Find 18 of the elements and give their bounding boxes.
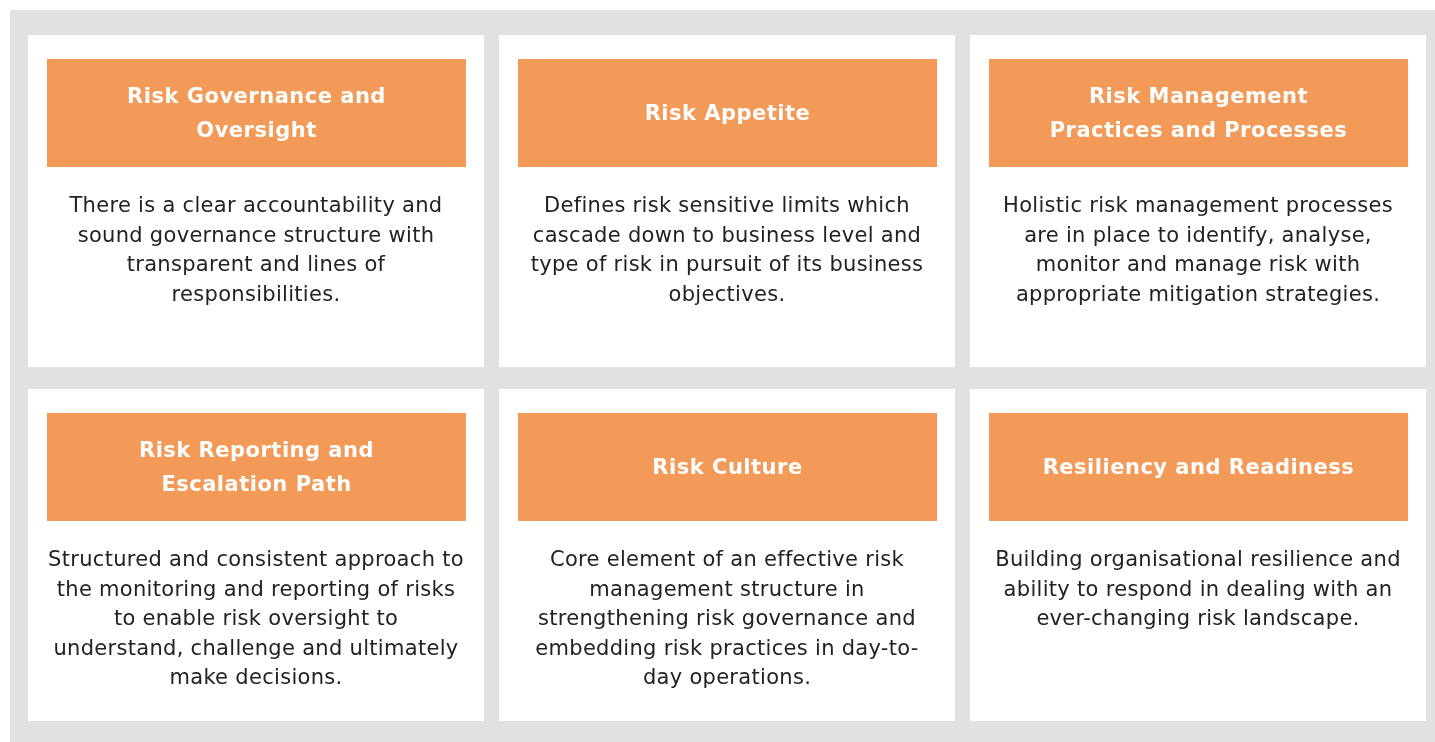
card [970, 389, 1426, 721]
card-heading: Risk Management Practices and Processes [989, 59, 1408, 167]
card [28, 35, 484, 367]
card-heading: Resiliency and Readiness [989, 413, 1408, 521]
card-heading: Risk Appetite [518, 59, 937, 167]
card-heading: Risk Governance and Oversight [47, 59, 466, 167]
card [28, 389, 484, 721]
card [499, 389, 955, 721]
card-description: There is a clear accountability and sound governance structure with transparent and lines of responsibilities. [68, 192, 444, 308]
card-heading: Risk Reporting and Escalation Path [47, 413, 466, 521]
card-description: Defines risk sensitive limits which cascade down to business level and type of risk in pursuit of its business objectives. [529, 192, 925, 308]
card-description: Structured and consistent approach to the monitoring and reporting of risks to enable risk oversight to understand, challenge and ultimately make decisions. [48, 546, 464, 691]
card-heading: Risk Culture [518, 413, 937, 521]
card-description: Core element of an effective risk management structure in strengthening risk governance and embedding risk practices in day-to-day operations. [534, 546, 920, 691]
card-description: Building organisational resilience and ability to respond in dealing with an ever-changing risk landscape. [994, 546, 1402, 632]
card [970, 35, 1426, 367]
card-description: Holistic risk management processes are in place to identify, analyse, monitor and manage risk with appropriate mitigation strategies. [1002, 192, 1394, 308]
card [499, 35, 955, 367]
